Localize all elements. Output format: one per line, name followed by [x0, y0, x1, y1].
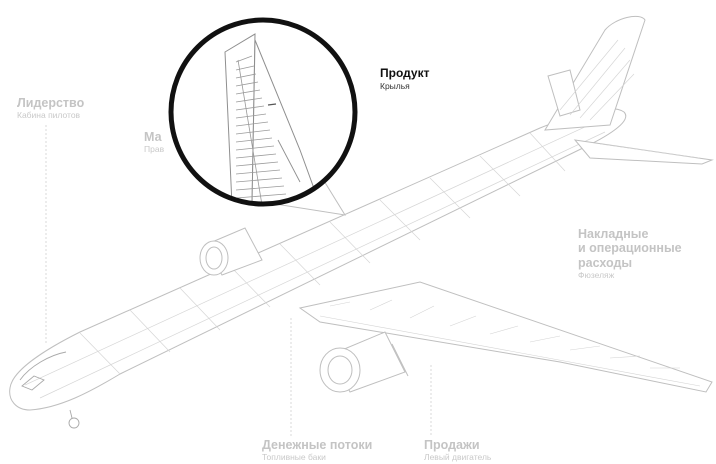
label-partial-title: Ма: [144, 130, 162, 144]
fuselage-frames: [24, 119, 606, 399]
tail-ribs: [559, 39, 701, 159]
label-cashflow: Денежные потоки Топливные баки: [262, 438, 372, 463]
label-partial-subtitle: Прав: [144, 144, 165, 155]
label-overhead-line1: Накладные: [578, 227, 649, 241]
label-sales-title: Продажи: [424, 438, 480, 452]
magnifier-lens-icon: [168, 17, 358, 207]
label-leadership-title: Лидерство: [17, 96, 85, 110]
right-engine: [199, 227, 263, 276]
label-overhead-subtitle: Фюзеляж: [578, 270, 615, 281]
leader-lines: [45, 125, 432, 436]
left-wing: [298, 281, 713, 393]
label-cashflow-title: Денежные потоки: [262, 438, 373, 452]
label-sales: Продажи Левый двигатель: [424, 438, 491, 463]
label-overhead: Накладные и операционные расходы Фюзеляж: [578, 227, 682, 281]
label-leadership: Лидерство Кабина пилотов: [17, 96, 84, 121]
label-leadership-subtitle: Кабина пилотов: [17, 110, 81, 121]
label-product-subtitle: Крылья: [380, 80, 410, 91]
label-partial: Ма Прав: [144, 130, 168, 155]
label-sales-subtitle: Левый двигатель: [424, 452, 492, 463]
label-overhead-line2: и операционные: [578, 241, 682, 256]
tail: [544, 15, 714, 165]
cockpit: [19, 351, 80, 429]
fuselage: [9, 108, 627, 411]
label-product-title: Продукт: [380, 66, 430, 80]
left-engine: [319, 331, 409, 393]
label-cashflow-subtitle: Топливные баки: [262, 452, 326, 463]
label-product: Продукт Крылья: [380, 66, 430, 92]
left-wing-ribs: [319, 299, 701, 387]
label-overhead-line3: расходы: [578, 255, 633, 270]
